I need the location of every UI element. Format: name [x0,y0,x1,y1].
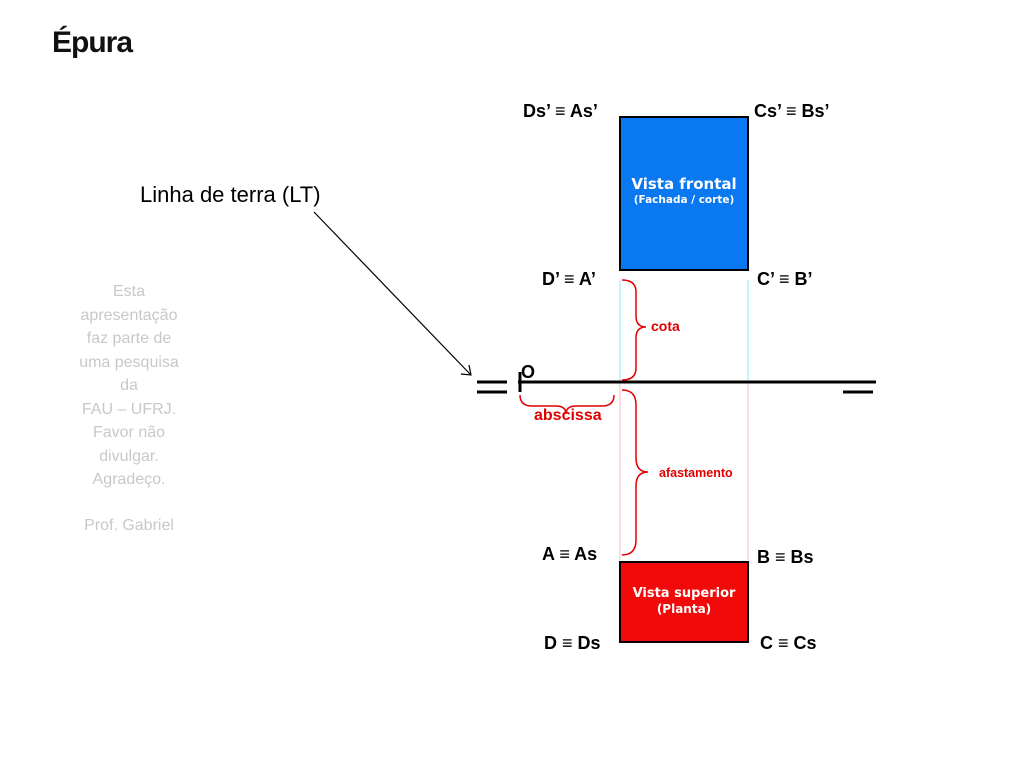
point-label-b-bs: B ≡ Bs [757,547,814,567]
note-line: Esta [112,283,145,300]
frontal-view-subtitle: (Fachada / corte) [633,194,735,207]
page-title: Épura [52,26,133,59]
cota-brace [621,279,647,381]
point-label-a-as: A ≡ As [542,544,598,564]
cota-label: cota [651,318,680,334]
note-line: apresentação [80,306,178,324]
lt-label: Linha de terra (LT) [140,182,321,207]
frontal-view-title: Vista frontal [631,175,737,193]
note-signature: Prof. Gabriel [84,516,174,534]
lt-arrow-head [460,364,472,376]
point-label-c-cs: C ≡ Cs [760,633,817,653]
note-line: faz parte de [86,330,172,347]
point-label-cs-bs: Cs’ ≡ Bs’ [754,101,830,121]
origin-label: O [521,362,536,382]
copyright-note: Esta apresentação faz parte de uma pesqu… [62,280,196,537]
note-line: FAU – UFRJ. [81,400,177,418]
top-view-subtitle: (Planta) [656,601,712,616]
top-view-rect [619,561,749,643]
frontal-view-caption: Vista frontal (Fachada / corte) [620,175,748,207]
lt-arrow-line [313,211,471,375]
frontal-view-rect [619,116,749,271]
top-view-caption: Vista superior (Planta) [620,586,748,617]
note-line: uma pesquisa [79,353,179,371]
note-line: Favor não [92,424,166,441]
note-line: da [120,377,138,394]
note-line: divulgar. [99,447,159,465]
afastamento-brace [621,389,649,556]
point-label-d-a-prime: D’ ≡ A’ [542,269,596,289]
point-label-ds-as: Ds’ ≡ As’ [523,101,598,121]
point-label-d-ds: D ≡ Ds [544,633,601,653]
abscissa-brace [519,394,615,415]
top-view-title: Vista superior [632,586,736,601]
point-label-c-b-prime: C’ ≡ B’ [757,269,813,289]
abscissa-label: abscissa [534,407,602,424]
note-line: Agradeço. [92,471,166,488]
afastamento-label: afastamento [659,466,733,480]
